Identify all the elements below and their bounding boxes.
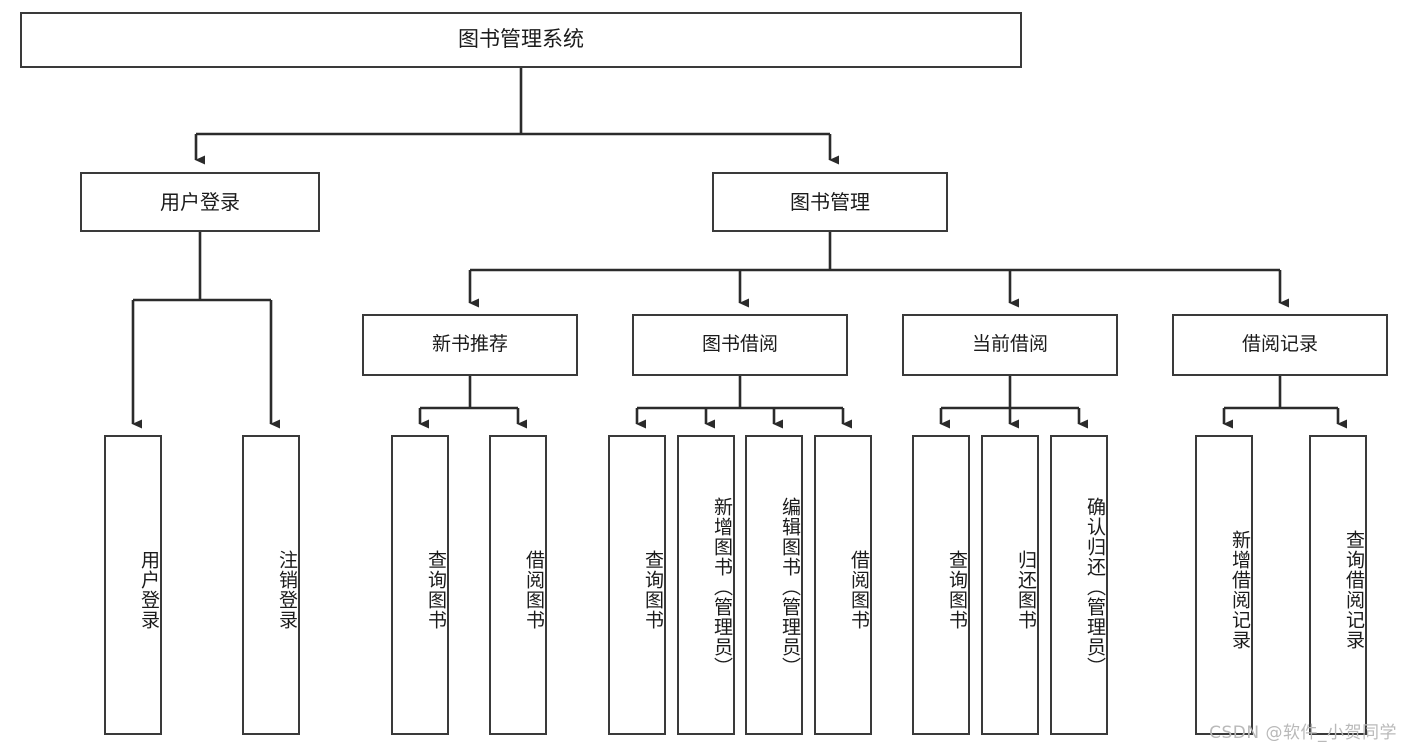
leaf-query-book-current[interactable]: 查询图书: [912, 435, 970, 735]
node-label: 图书借阅: [701, 333, 778, 356]
node-label: 新书推荐: [431, 333, 508, 356]
node-label: 归还图书: [1015, 550, 1037, 630]
csdn-watermark: CSDN @软件_小贺同学: [1209, 723, 1397, 743]
leaf-edit-book-admin[interactable]: 编辑图书（管理员）: [745, 435, 803, 735]
node-label: 确认归还（管理员）: [1084, 497, 1106, 677]
node-new-book-recommend[interactable]: 新书推荐: [362, 314, 578, 376]
node-label: 借阅图书: [523, 550, 545, 630]
leaf-query-book-borrow[interactable]: 查询图书: [608, 435, 666, 735]
leaf-query-book-recommend[interactable]: 查询图书: [391, 435, 449, 735]
node-label: 新增借阅记录: [1229, 530, 1251, 650]
leaf-user-logout[interactable]: 注销登录: [242, 435, 300, 735]
leaf-return-book[interactable]: 归还图书: [981, 435, 1039, 735]
node-root-system[interactable]: 图书管理系统: [20, 12, 1022, 68]
leaf-query-borrow-record[interactable]: 查询借阅记录: [1309, 435, 1367, 735]
node-label: 新增图书（管理员）: [711, 497, 733, 677]
node-book-management[interactable]: 图书管理: [712, 172, 948, 232]
leaf-user-login[interactable]: 用户登录: [104, 435, 162, 735]
node-label: 图书管理系统: [458, 27, 584, 52]
leaf-borrow-book[interactable]: 借阅图书: [814, 435, 872, 735]
node-label: 图书管理: [790, 189, 870, 214]
leaf-add-borrow-record[interactable]: 新增借阅记录: [1195, 435, 1253, 735]
node-label: 编辑图书（管理员）: [779, 497, 801, 677]
node-label: 查询图书: [946, 550, 968, 630]
node-user-login[interactable]: 用户登录: [80, 172, 320, 232]
node-book-borrow[interactable]: 图书借阅: [632, 314, 848, 376]
node-label: 借阅图书: [848, 550, 870, 630]
leaf-confirm-return-admin[interactable]: 确认归还（管理员）: [1050, 435, 1108, 735]
node-label: 用户登录: [160, 189, 240, 214]
node-label: 用户登录: [138, 550, 160, 630]
leaf-borrow-book-recommend[interactable]: 借阅图书: [489, 435, 547, 735]
node-label: 当前借阅: [971, 333, 1048, 356]
node-label: 注销登录: [276, 550, 298, 630]
node-borrow-record[interactable]: 借阅记录: [1172, 314, 1388, 376]
node-current-borrow[interactable]: 当前借阅: [902, 314, 1118, 376]
node-label: 查询图书: [425, 550, 447, 630]
node-label: 查询借阅记录: [1343, 530, 1365, 650]
node-label: 查询图书: [642, 550, 664, 630]
leaf-add-book-admin[interactable]: 新增图书（管理员）: [677, 435, 735, 735]
node-label: 借阅记录: [1241, 333, 1318, 356]
